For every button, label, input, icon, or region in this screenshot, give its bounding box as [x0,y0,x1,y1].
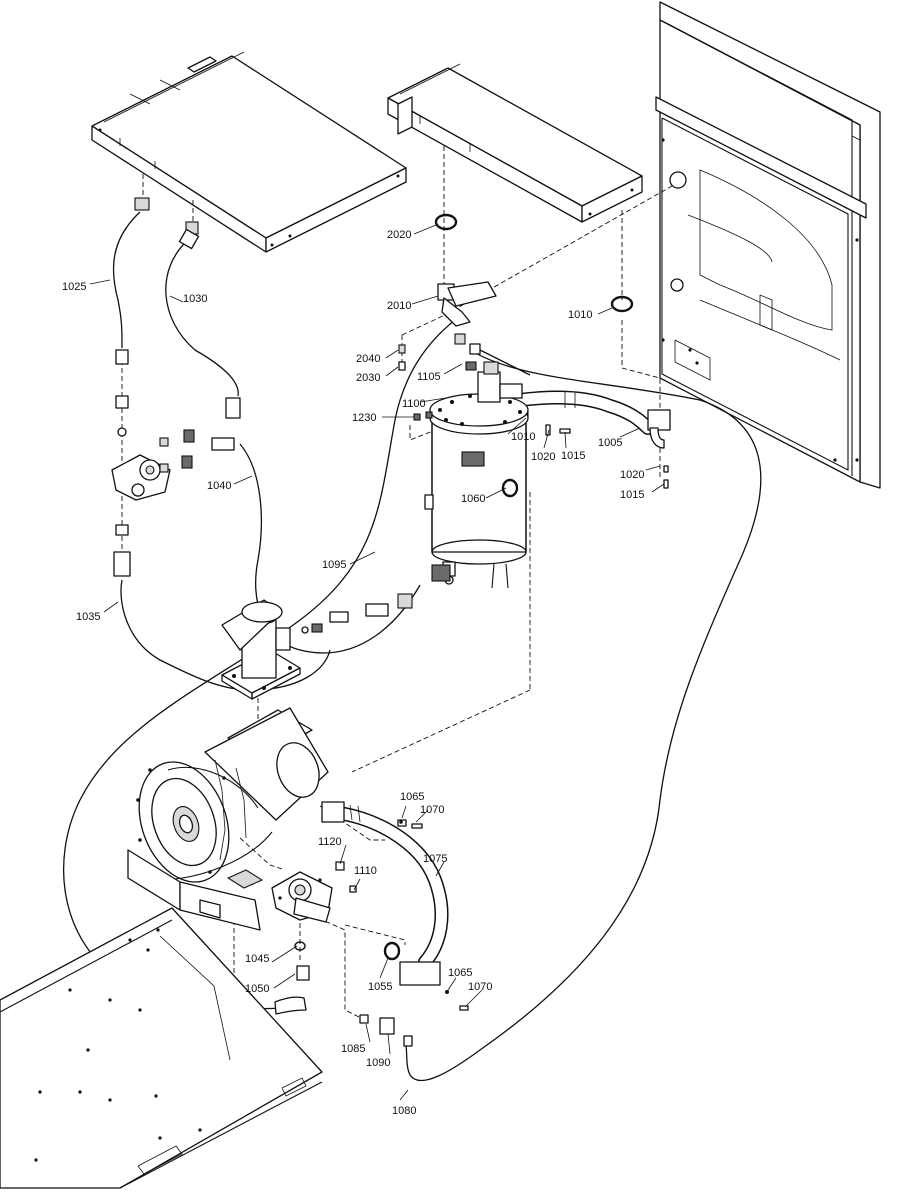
callout-1070-bottom: 1070 [468,981,492,993]
callout-1110: 1110 [354,865,377,877]
callout-2030: 2030 [356,372,380,384]
callout-1120: 1120 [318,836,342,848]
callout-1100: 1100 [402,398,426,410]
separator-tank [424,361,529,589]
callout-1085: 1085 [341,1043,365,1055]
callout-1025: 1025 [62,281,86,293]
o-ring-1060 [501,478,519,498]
callout-1015-right: 1015 [620,489,644,501]
hose-1005 [513,390,655,435]
base-plate [0,907,323,1189]
o-rings [294,213,634,961]
aftercooler-box-center [387,63,643,223]
callout-1080: 1080 [392,1105,416,1117]
callout-1020-left: 1020 [531,451,555,463]
callout-1060: 1060 [461,493,485,505]
o-ring-2020 [434,213,458,231]
callout-1005: 1005 [598,437,622,449]
thermal-valve-lower [271,871,333,923]
callout-1105: 1105 [417,371,441,383]
callout-1065-top: 1065 [400,791,424,803]
callout-1075: 1075 [423,853,447,865]
hose-1080 [404,349,762,1082]
callout-1035: 1035 [76,611,100,623]
callout-1065-bottom: 1065 [448,967,472,979]
callout-1010-ring: 1010 [568,309,592,321]
hoses [63,211,762,1082]
hose-1035 [120,579,331,691]
o-ring-1045 [294,941,306,951]
callout-1070-top: 1070 [420,804,444,816]
callout-2010: 2010 [387,300,411,312]
aftercooler-box-left [91,51,407,253]
callout-1020-right: 1020 [620,469,644,481]
hose-1075 [321,801,449,986]
callout-1030: 1030 [183,293,207,305]
callout-labels: 1005 1010 1010 1015 1015 1020 1020 1025 … [62,229,644,1117]
callout-1045: 1045 [245,953,269,965]
callout-1055: 1055 [368,981,392,993]
callout-1050: 1050 [245,983,269,995]
callout-1230: 1230 [352,412,376,424]
fittings [113,197,671,1047]
o-ring-1055 [383,941,401,961]
cabinet-side-panel [655,1,881,489]
callout-1040: 1040 [207,480,231,492]
callout-2020: 2020 [387,229,411,241]
callout-1010-tank: 1010 [511,431,535,443]
callout-1095: 1095 [322,559,346,571]
thermal-valve-upper [111,397,241,501]
callout-1090: 1090 [366,1057,390,1069]
leader-lines [89,224,665,1101]
hose-1030 [165,239,239,397]
compressor-airend [127,707,329,931]
callout-2040: 2040 [356,353,380,365]
hose-1025 [112,211,141,349]
callout-1015-left: 1015 [561,450,585,462]
air-intake-valve [221,564,451,700]
o-ring-1010 [610,295,634,313]
